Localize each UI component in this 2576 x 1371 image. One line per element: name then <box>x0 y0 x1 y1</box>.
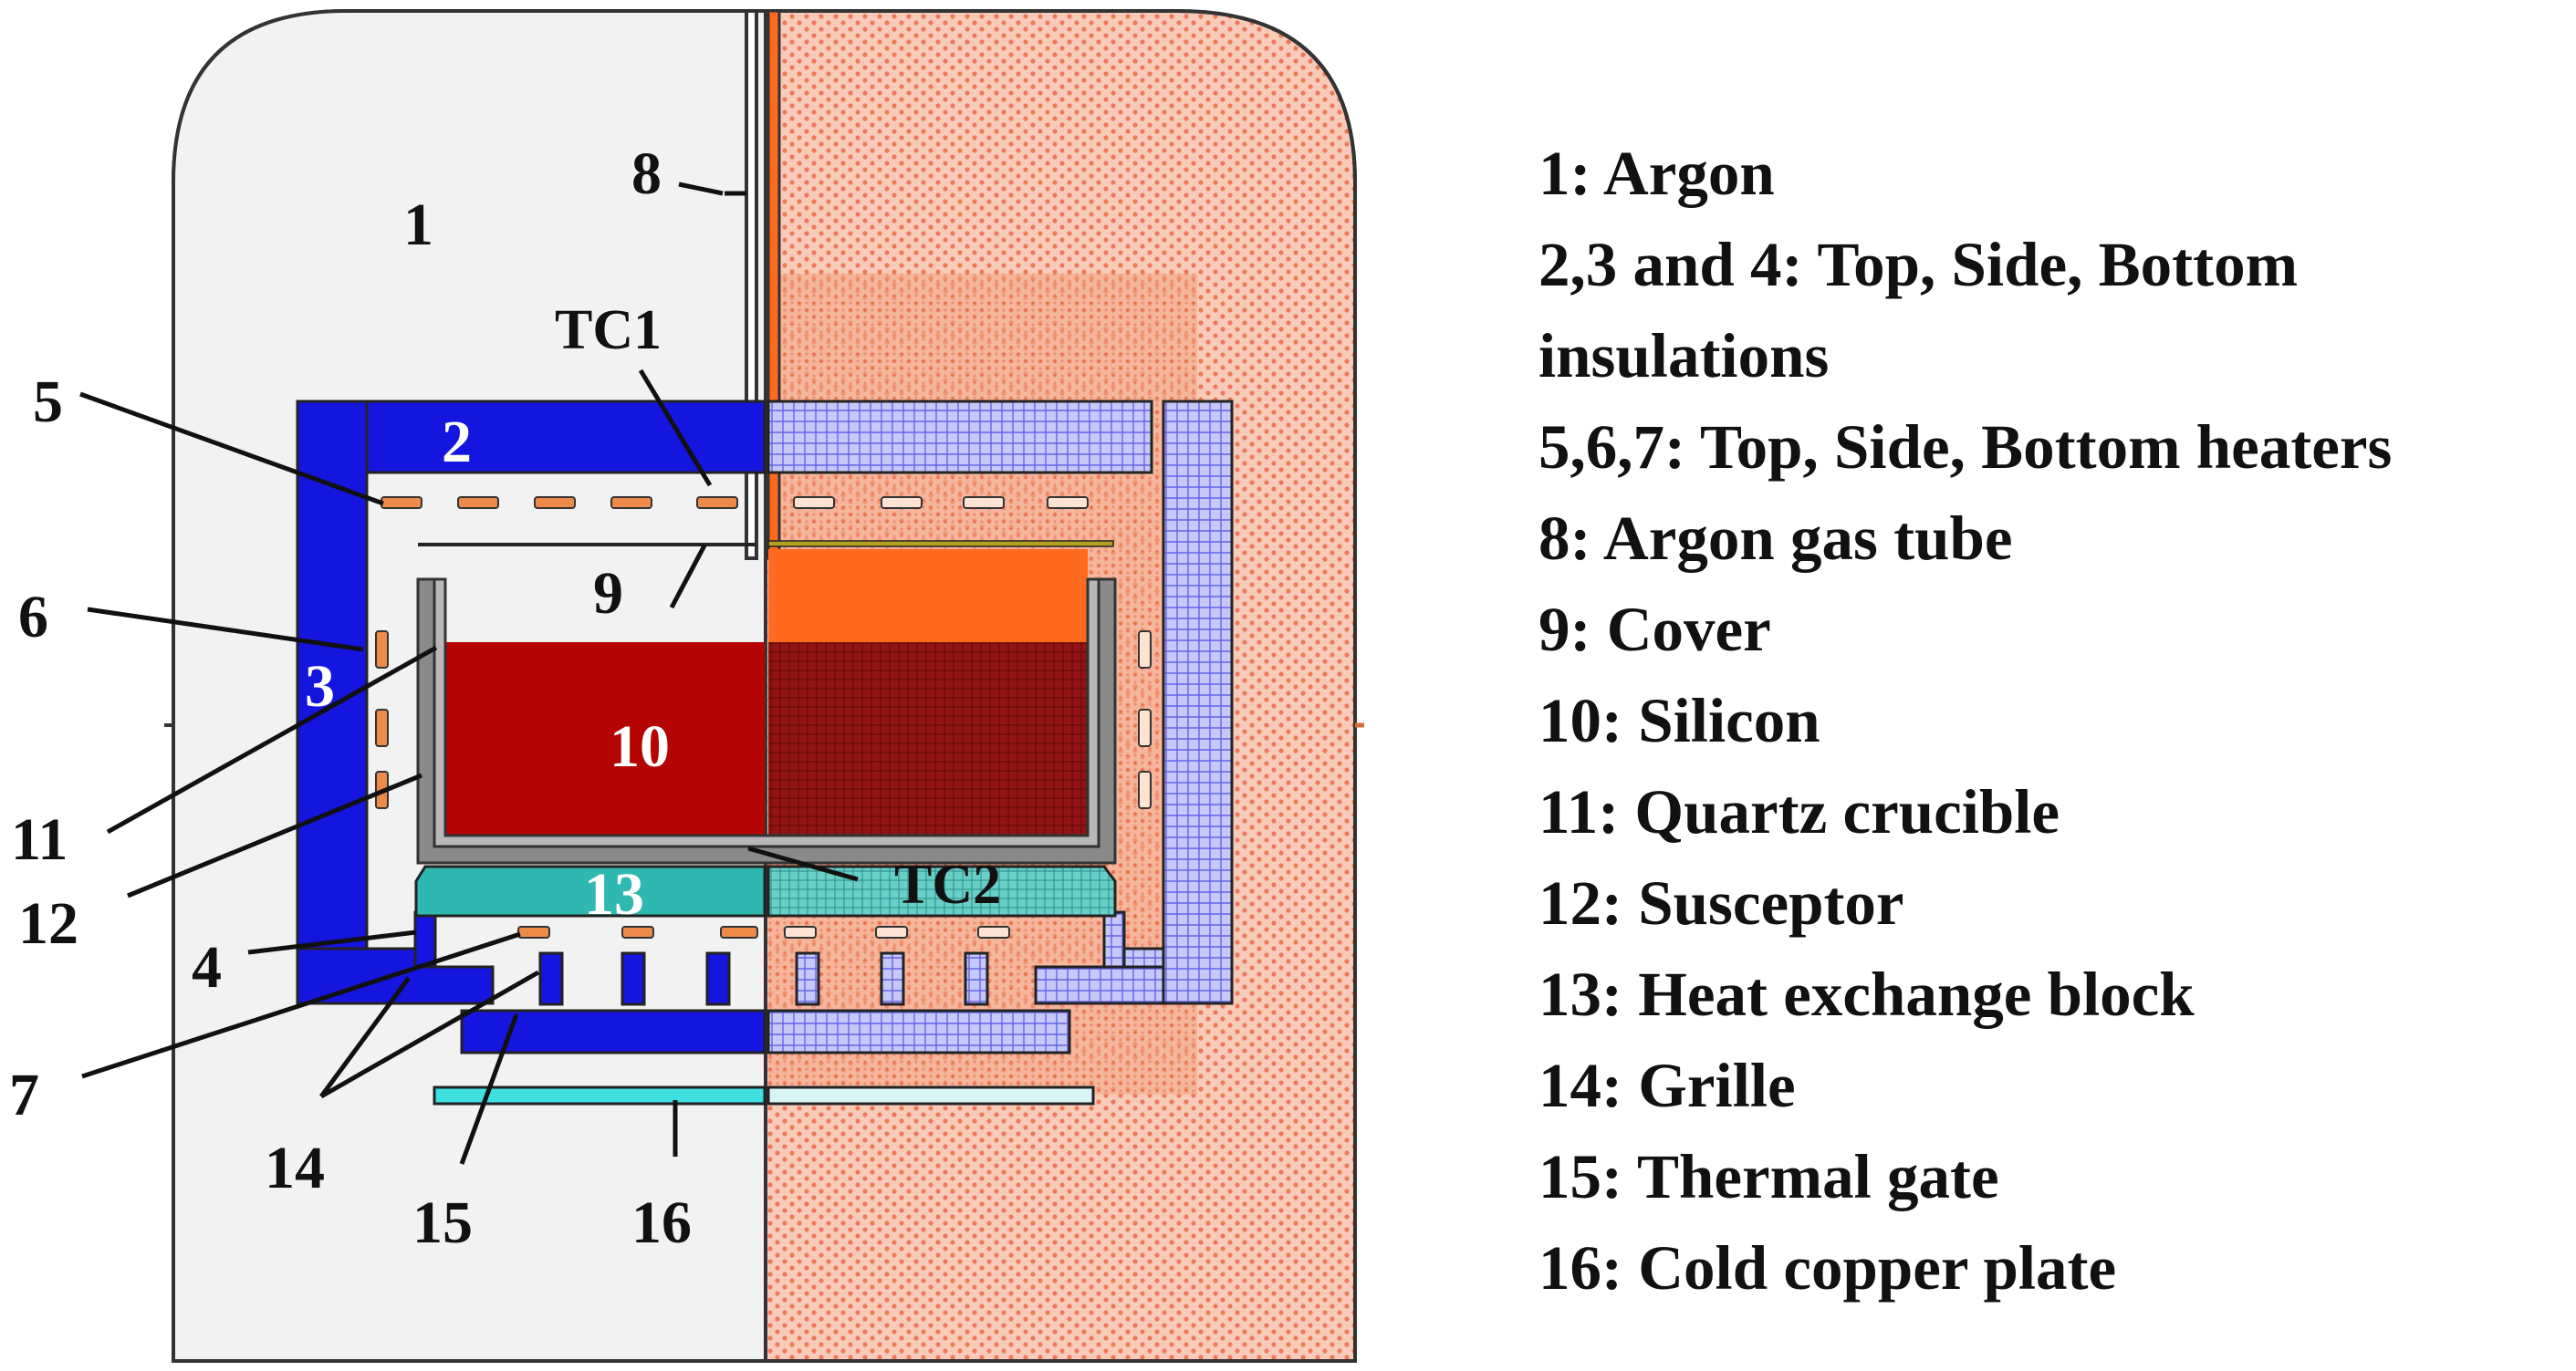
legend-item: 8: Argon gas tube <box>1538 504 2013 573</box>
legend-item: 2,3 and 4: Top, Side, Bottom <box>1538 230 2299 299</box>
susceptor <box>416 577 1117 865</box>
legend-item: 11: Quartz crucible <box>1538 777 2060 846</box>
cold-copper-plate <box>433 1085 1095 1106</box>
label-argon: 1 <box>403 192 433 258</box>
top-heater <box>381 496 1089 509</box>
thermal-gate <box>460 1009 1071 1054</box>
label-argon-gas-tube: 8 <box>631 140 662 207</box>
label-crucible: 11 <box>11 806 68 873</box>
legend-item: 10: Silicon <box>1538 686 1820 755</box>
label-bottom-heater: 7 <box>9 1062 39 1128</box>
label-top-heater: 5 <box>33 369 63 435</box>
legend-item: 12: Susceptor <box>1538 868 1904 938</box>
legend-item: 14: Grille <box>1538 1051 1796 1120</box>
heat-exchange-block <box>414 865 1117 918</box>
side-heater <box>375 630 1152 809</box>
legend-item: insulations <box>1538 321 1830 390</box>
label-top-insulation: 2 <box>442 409 472 475</box>
legend-item: 1: Argon <box>1538 139 1775 208</box>
label-susceptor: 12 <box>18 890 78 957</box>
legend-item: 13: Heat exchange block <box>1538 960 2195 1029</box>
label-thermal-gate: 15 <box>412 1189 473 1256</box>
cover <box>418 540 1114 547</box>
label-copper-plate: 16 <box>631 1189 692 1256</box>
label-tc1: TC1 <box>555 299 662 361</box>
argon-above-melt <box>768 549 1088 642</box>
label-silicon: 10 <box>610 713 670 780</box>
label-cover: 9 <box>593 560 623 627</box>
legend-item: 15: Thermal gate <box>1538 1142 1999 1211</box>
grille <box>538 951 989 1006</box>
legend-item: 16: Cold copper plate <box>1538 1233 2117 1303</box>
top-insulation <box>365 400 1153 474</box>
label-side-heater: 6 <box>18 584 48 650</box>
label-heat-exchange-block: 13 <box>584 861 644 928</box>
legend-item: 5,6,7: Top, Side, Bottom heaters <box>1538 412 2393 482</box>
label-side-insulation: 3 <box>305 653 335 720</box>
legend: 1: Argon 2,3 and 4: Top, Side, Bottom in… <box>1538 128 2560 1314</box>
legend-item: 9: Cover <box>1538 595 1771 664</box>
label-grille: 14 <box>265 1135 325 1201</box>
leader-lines <box>79 182 859 1165</box>
bottom-heater <box>517 926 1010 939</box>
silicon-melt <box>445 642 1088 836</box>
furnace-diagram: 1 2 3 4 5 6 7 8 9 10 11 12 13 14 15 16 T… <box>9 9 1364 1363</box>
label-bottom-insulation: 4 <box>192 934 222 1001</box>
label-tc2: TC2 <box>894 854 1001 916</box>
